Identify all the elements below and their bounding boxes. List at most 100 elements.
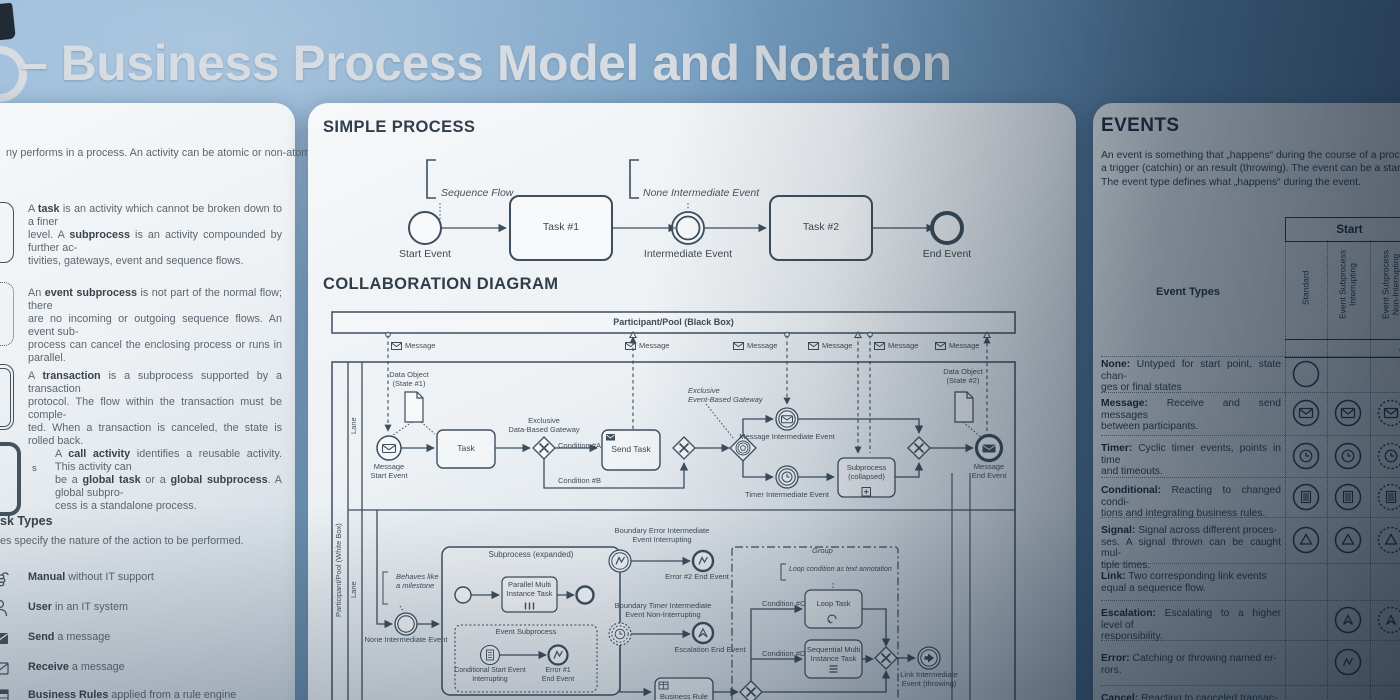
task-types-heading: sk Types [0,514,53,528]
parallel-multi-task-label: Parallel Multi Instance Task [506,579,553,599]
event-subprocess-shape [0,282,14,346]
exclusive-data-gateway-label: Exclusive Data-Based Gateway [508,416,580,434]
activities-panel: ny performs in a process. An activity ca… [0,103,321,700]
call-activity-shape-label-fragment: s [32,463,37,474]
error1-end-event [547,644,569,666]
data-object2-label: Data Object (State #2) [943,367,983,385]
event-row-none: None: Untyped for start point, state cha… [1101,359,1281,394]
timer-intermediate-label: Timer Intermediate Event [745,490,829,499]
intermediate-event-label: Intermediate Event [643,248,733,260]
event-gateway-annotation: Exclusive Event-Based Gateway [688,386,763,404]
column-separator [1370,240,1371,700]
manual-icon [0,572,9,587]
page-title: – Business Process Model and Notation [20,35,952,91]
escalation-event-icon-dotted [1377,606,1400,634]
escalation-event-icon [1334,606,1362,634]
end-event [930,211,964,245]
black-box-pool-label: Participant/Pool (Black Box) [613,317,734,327]
exclusive-gateway-5 [739,680,763,700]
message-icon [625,341,636,350]
message-flow-1: Message [391,341,435,350]
column-header-event-subprocess-non-interrupting: Event Subprocess Non-Interrupting [1380,250,1400,319]
exclusive-data-gateway [532,436,556,460]
sequential-multi-task-label: Sequential Multi Instance Task [806,644,861,664]
business-rule-label: Business Rule [660,692,708,700]
process-panel: SIMPLE PROCESS COLLABORATION DIAGRAM [308,103,1076,700]
task-label: Task [457,443,475,454]
event-types-header: Event Types [1156,286,1220,298]
lane1-label: Lane [349,417,358,434]
event-subprocess-label: Event Subprocess [495,627,557,636]
message-icon [935,341,946,350]
error1-end-label: Error #1 End Event [541,667,575,683]
activities-intro: ny performs in a process. An activity ca… [6,147,322,159]
message-intermediate-event [775,407,799,431]
data-object-state2 [954,391,974,423]
intermediate-event [671,211,705,245]
none-intermediate-event [394,612,418,636]
column-separator [1327,240,1328,700]
message-flow-6: Message [935,341,979,350]
task2-label: Task #2 [802,221,840,234]
message-icon [391,341,402,350]
event-row-timer: Timer: Cyclic timer events, points in ti… [1101,443,1281,478]
transaction-shape [0,364,14,430]
event-row-cancel: Cancel: Reacting to canceled transac- [1101,693,1278,700]
message-event-icon [1334,399,1362,427]
conditional-start-event [479,644,501,666]
business-rules-icon [0,689,9,700]
none-intermediate-annotation: None Intermediate Event [643,187,760,199]
link-intermediate-event [917,646,941,670]
row-separator [1101,600,1400,601]
row-separator [1101,435,1400,436]
condition-b-label: Condition #B [558,476,601,485]
exclusive-gateway-2 [672,436,696,460]
task1-label: Task #1 [542,221,580,234]
event-row-conditional: Conditional: Reacting to changed condi- … [1101,485,1281,520]
events-title: EVENTS [1101,115,1180,136]
event-row-error: Error: Catching or throwing named er- ro… [1101,653,1277,676]
error-event-icon [1334,648,1362,676]
column-separator [1285,240,1286,700]
task-type-receive: Receive a message [28,661,125,673]
start-event [408,211,442,245]
user-icon [0,599,8,617]
white-box-pool-label: Participant/Pool (White Box) [334,523,343,618]
milestone-annotation: Behaves like a milestone [396,572,439,590]
exclusive-gateway-3 [907,436,931,460]
task-type-business-rules: Business Rules applied from a rule engin… [28,689,237,700]
message-start-event [376,435,402,461]
condition-d-label: Condition #D [762,649,806,658]
subprocess-collapsed-label: Subprocess (collapsed) [846,462,887,482]
transaction-paragraph: A transaction is a subprocess supported … [28,370,282,447]
start-column-group: Start [1285,217,1400,242]
event-row-message: Message: Receive and send messages betwe… [1101,398,1281,433]
row-separator [1101,685,1400,686]
message-flow-5: Message [874,341,918,350]
message-flow-2: Message [625,341,669,350]
send-icon [0,633,8,644]
none-event-icon [1292,360,1320,388]
end-event-label: End Event [922,248,972,260]
inner-start-event [454,586,472,604]
data-object1-label: Data Object (State #1) [389,370,429,388]
data-object-state1 [404,391,424,423]
message-flow-3: Message [733,341,777,350]
link-intermediate-label: Link Intermediate Event (throwing) [900,670,958,688]
lane2-label: Lane [349,581,358,599]
conditional-event-icon [1334,483,1362,511]
boundary-timer-label: Boundary Timer Intermediate Event Non-In… [614,601,712,619]
none-intermediate-label: None Intermediate Event [364,635,448,644]
event-row-escalation: Escalation: Escalating to a higher level… [1101,608,1281,643]
task-paragraph: A task is an activity which cannot be br… [28,203,282,267]
signal-event-icon-dotted [1377,526,1400,554]
call-activity-paragraph: A call activity identifies a reusable ac… [55,448,283,512]
send-task-label: Send Task [611,444,651,455]
task-type-user: User in an IT system [28,601,129,613]
task-shape [0,202,14,263]
cut-off-logo [0,2,16,42]
error2-end-event [691,549,715,573]
message-icon [808,341,819,350]
message-event-icon-dotted [1377,399,1400,427]
message-start-label: Message Start Event [370,462,408,480]
